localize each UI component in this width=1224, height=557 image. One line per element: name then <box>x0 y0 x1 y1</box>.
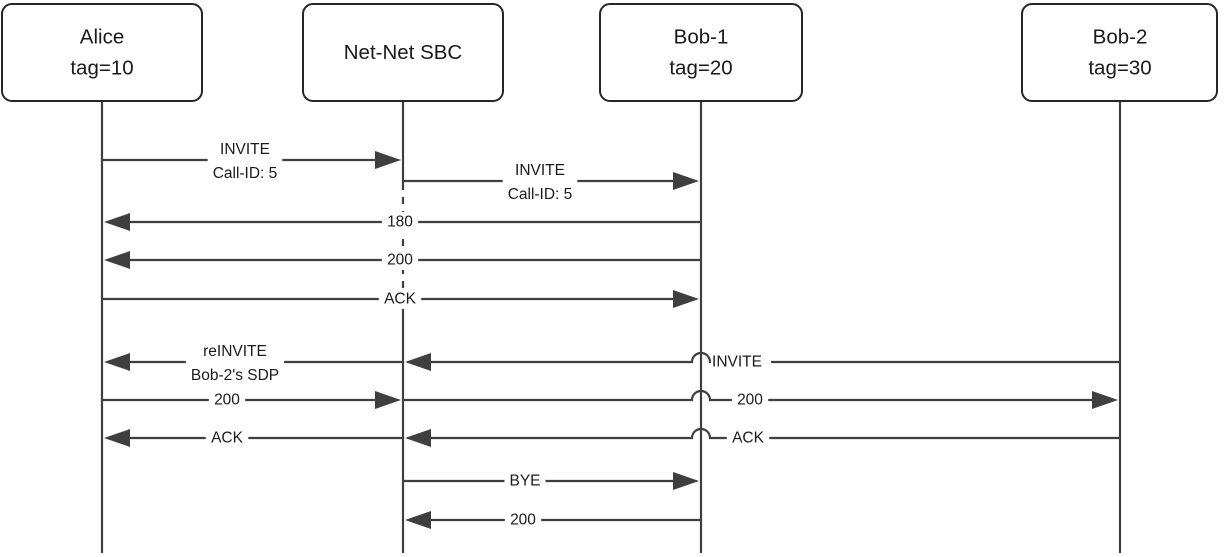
actor-label: Bob-1 <box>674 26 729 49</box>
arrowhead <box>104 251 130 269</box>
actor-label: Bob-2 <box>1093 26 1148 49</box>
arrowhead <box>1092 391 1118 409</box>
message-label: ACK <box>211 430 244 447</box>
arrowhead <box>104 213 130 231</box>
label-gap <box>502 174 578 188</box>
message-line <box>429 427 1120 440</box>
message-ack-sbc-alice: ACK <box>104 428 403 448</box>
actor-box-sbc <box>302 3 504 102</box>
message-180-bob1-alice: 180 <box>104 212 701 232</box>
label-gap <box>205 428 249 448</box>
message-label: Bob-2's SDP <box>191 367 279 384</box>
message-label: 180 <box>387 214 413 231</box>
message-label: INVITE <box>515 162 565 179</box>
label-gap <box>207 153 283 167</box>
message-invite-sbc-bob1: INVITE Call-ID: 5 <box>403 162 699 203</box>
message-label: reINVITE <box>203 343 267 360</box>
message-label: 200 <box>737 392 763 409</box>
actor-label: tag=30 <box>1088 57 1151 80</box>
arrowhead <box>375 151 401 169</box>
message-label: 200 <box>510 512 536 529</box>
actor-label: tag=10 <box>70 57 133 80</box>
label-gap <box>726 428 770 448</box>
label-gap <box>185 355 285 369</box>
actor-label: tag=20 <box>669 57 732 80</box>
message-label: 200 <box>387 252 413 269</box>
arrowhead <box>104 429 130 447</box>
label-gap <box>504 471 546 491</box>
message-label: ACK <box>732 430 765 447</box>
message-reinvite-sbc-alice: reINVITE Bob-2's SDP <box>104 343 403 384</box>
message-label: Call-ID: 5 <box>508 186 573 203</box>
actor-bob2: Bob-2 tag=30 <box>1021 3 1218 102</box>
label-gap <box>378 289 422 309</box>
arrowhead <box>405 511 431 529</box>
actor-alice: Alice tag=10 <box>1 3 203 102</box>
arrowhead <box>405 429 431 447</box>
label-gap <box>381 250 419 270</box>
message-ack-bob2-sbc: ACK <box>405 427 1120 448</box>
message-label: 200 <box>214 392 240 409</box>
message-line <box>429 351 1120 364</box>
arrowhead <box>405 353 431 371</box>
label-gap <box>731 390 769 410</box>
arrowhead <box>375 391 401 409</box>
message-label: BYE <box>509 473 540 490</box>
message-label: ACK <box>384 291 417 308</box>
label-gap <box>208 390 246 410</box>
label-gap <box>381 212 419 232</box>
label-gap <box>504 510 542 530</box>
message-ack-alice-bob1: ACK <box>102 289 699 309</box>
actor-label: Alice <box>80 26 124 49</box>
message-invite-bob2-sbc: INVITE <box>405 351 1120 372</box>
message-label: Call-ID: 5 <box>213 165 278 182</box>
message-bye-sbc-bob1: BYE <box>403 471 699 491</box>
message-200-bob1-sbc: 200 <box>405 510 701 530</box>
arrowhead <box>673 472 699 490</box>
arrowhead <box>673 172 699 190</box>
label-gap <box>711 352 771 372</box>
message-200-sbc-bob2: 200 <box>403 389 1118 410</box>
arrowhead <box>673 290 699 308</box>
actor-box-alice <box>1 3 203 102</box>
message-label: INVITE <box>712 354 762 371</box>
message-invite-alice-sbc: INVITE Call-ID: 5 <box>102 141 401 182</box>
actor-box-bob2 <box>1021 3 1218 102</box>
message-200-bob1-alice: 200 <box>104 250 701 270</box>
message-line <box>403 389 1094 402</box>
message-label: INVITE <box>220 141 270 158</box>
actor-bob1: Bob-1 tag=20 <box>599 3 803 102</box>
actor-box-bob1 <box>599 3 803 102</box>
arrowhead <box>104 353 130 371</box>
actor-sbc: Net-Net SBC <box>302 3 504 102</box>
actor-label: Net-Net SBC <box>344 41 463 64</box>
message-200-alice-sbc: 200 <box>102 390 401 410</box>
